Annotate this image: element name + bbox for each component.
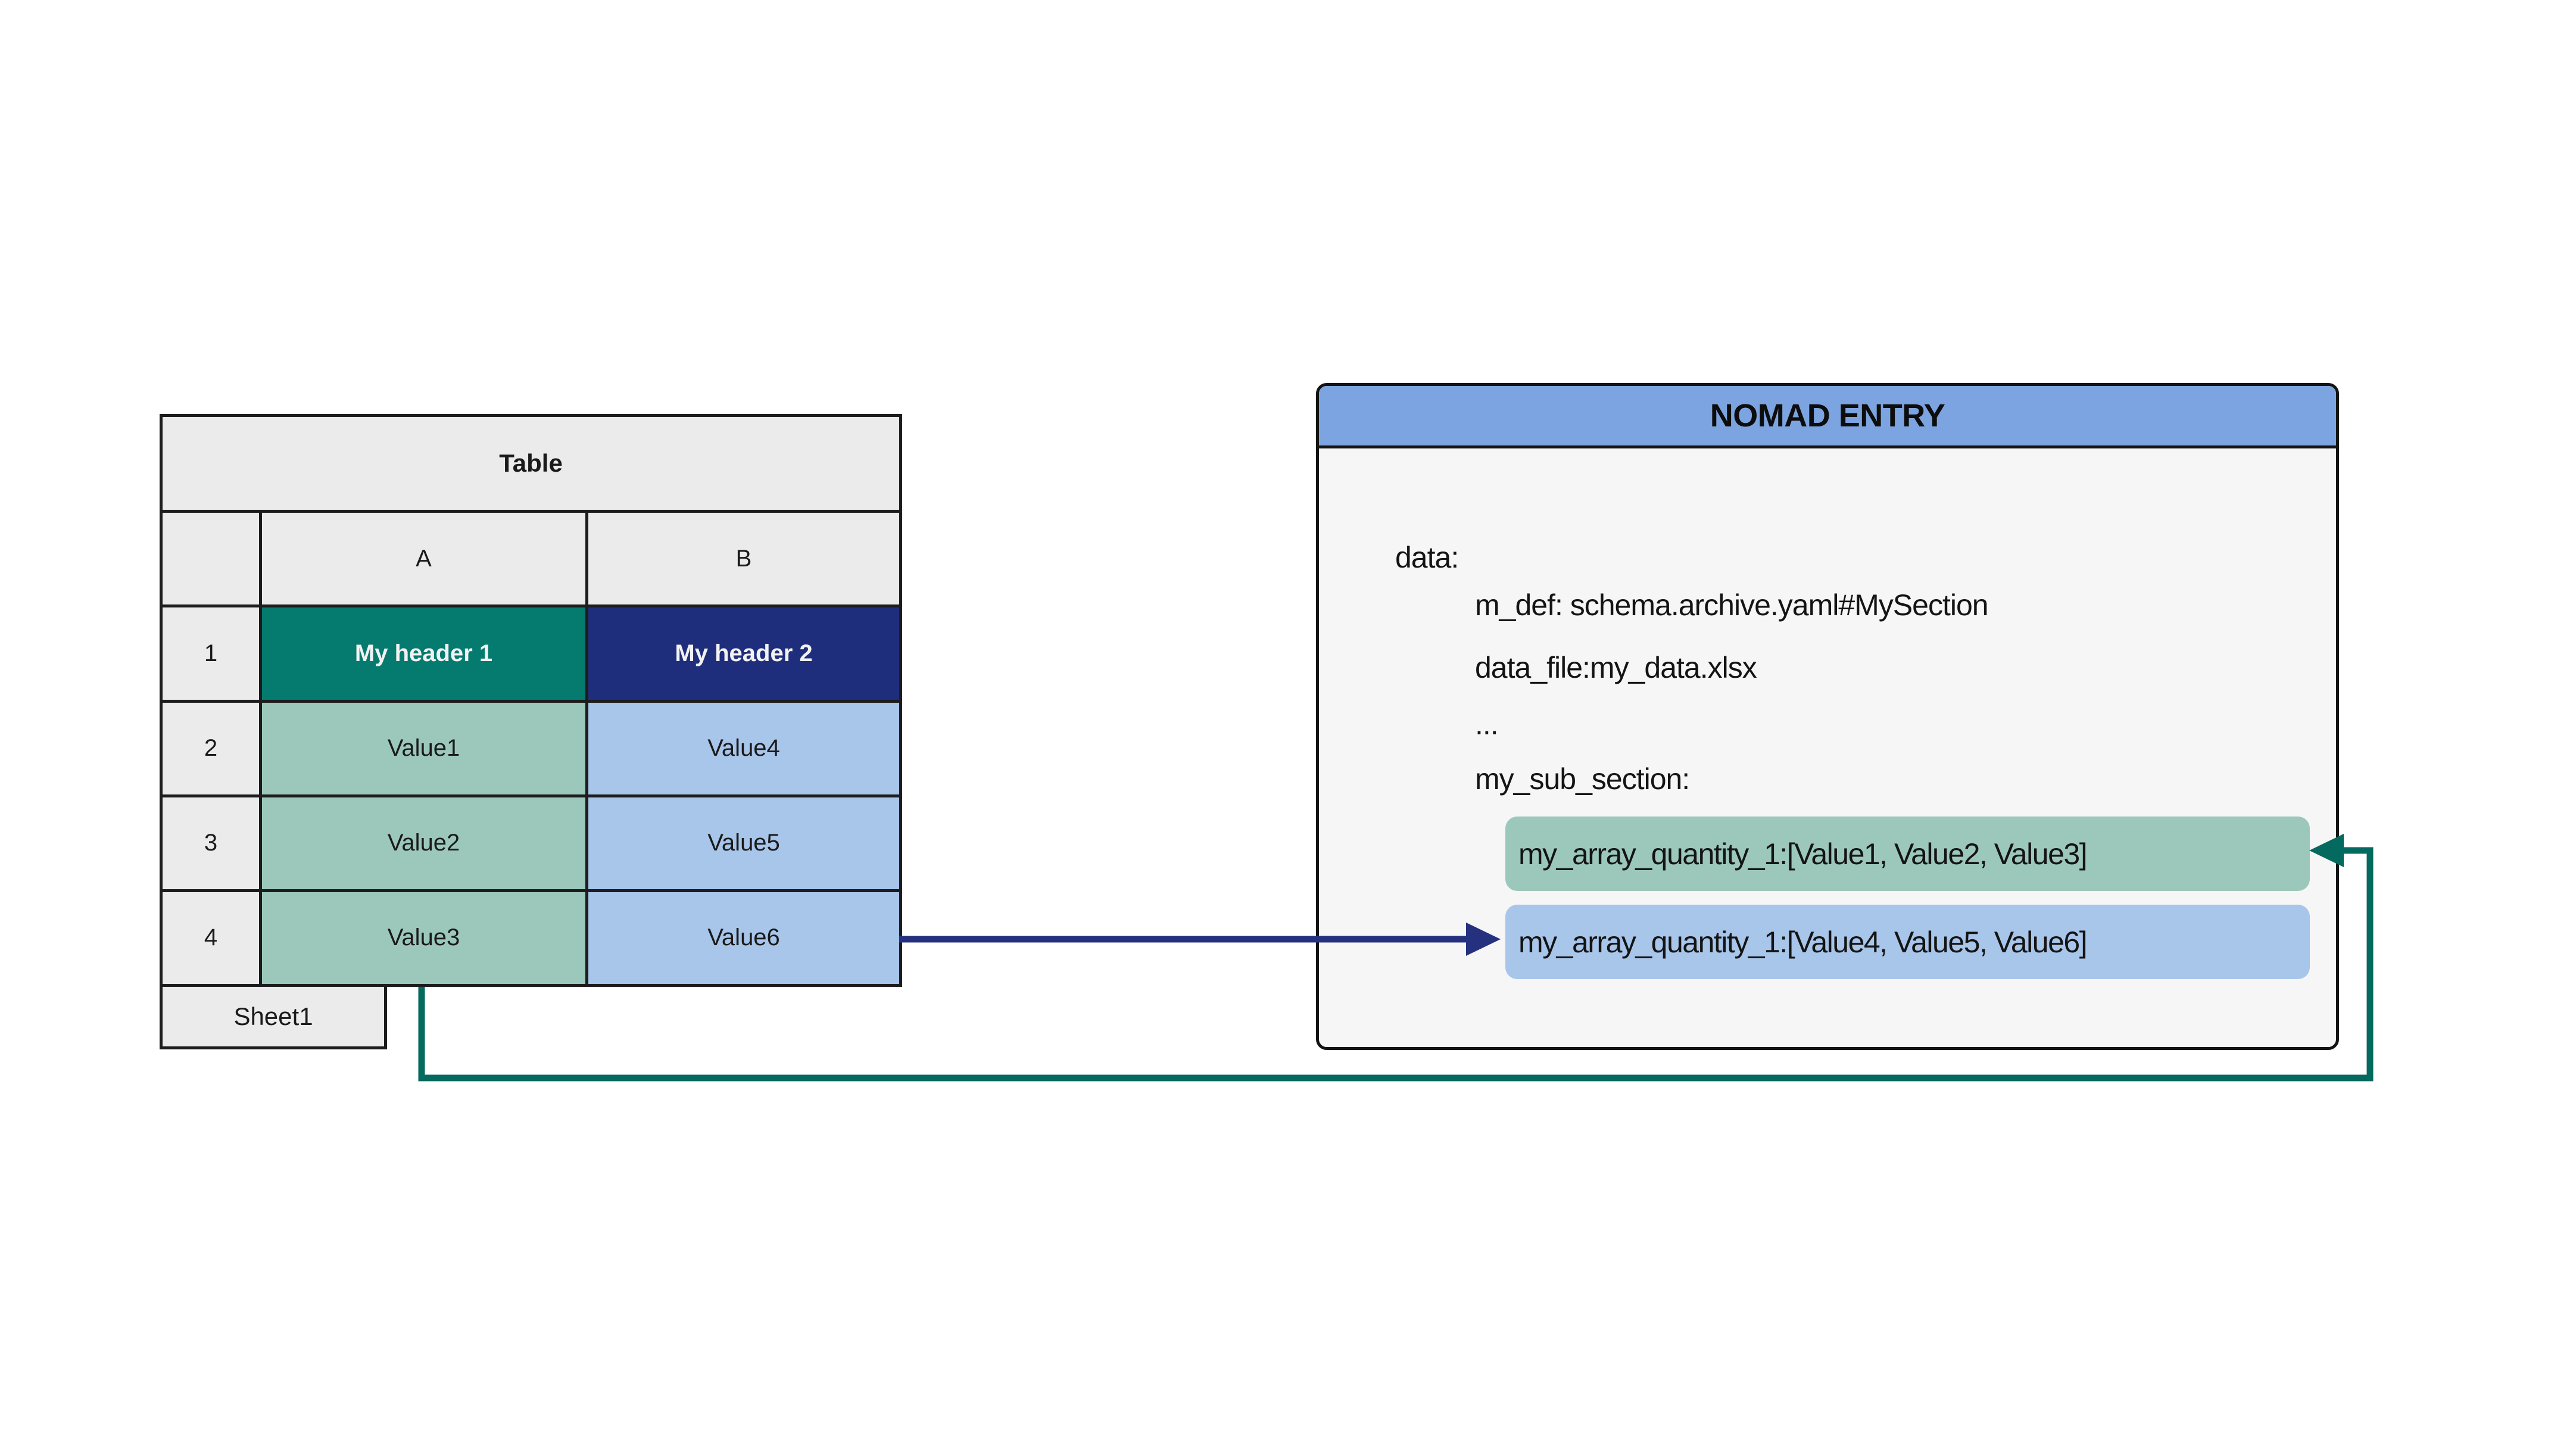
sheet-tab: Sheet1	[160, 984, 387, 1049]
nomad-entry-box: NOMAD ENTRY data: m_def: schema.archive.…	[1316, 383, 2339, 1050]
yaml-line-my-sub-section: my_sub_section:	[1475, 762, 1690, 796]
table-title: Table	[159, 413, 903, 513]
row-number: 4	[160, 889, 262, 987]
spreadsheet-table: Table A B 1 My header 1 My header 2 2 Va…	[159, 413, 903, 987]
yaml-line-data: data:	[1395, 541, 1459, 574]
table-row: 4 Value3 Value6	[160, 889, 903, 987]
nomad-entry-title: NOMAD ENTRY	[1710, 398, 1945, 434]
column-header-a: A	[259, 510, 588, 608]
cell-b3-value5: Value5	[585, 794, 903, 892]
cell-a1-my-header-1: My header 1	[259, 604, 588, 703]
array-quantity-pill-green: my_array_quantity_1:[Value1, Value2, Val…	[1505, 817, 2310, 891]
row-number: 2	[160, 699, 262, 797]
cell-b1-my-header-2: My header 2	[585, 604, 903, 703]
array-quantity-blue-text: my_array_quantity_1:[Value4, Value5, Val…	[1518, 925, 2088, 959]
cell-a4-value3: Value3	[259, 889, 588, 987]
table-row: 3 Value2 Value5	[160, 794, 903, 892]
array-quantity-pill-blue: my_array_quantity_1:[Value4, Value5, Val…	[1505, 905, 2310, 979]
yaml-line-m-def: m_def: schema.archive.yaml#MySection	[1475, 588, 1989, 622]
column-header-b: B	[585, 510, 903, 608]
row-number: 3	[160, 794, 262, 892]
cell-a3-value2: Value2	[259, 794, 588, 892]
yaml-line-data-file: data_file:my_data.xlsx	[1475, 651, 1757, 684]
array-quantity-green-text: my_array_quantity_1:[Value1, Value2, Val…	[1518, 837, 2088, 871]
table-row: 1 My header 1 My header 2	[160, 604, 903, 703]
row-number: 1	[160, 604, 262, 703]
table-row: 2 Value1 Value4	[160, 699, 903, 797]
cell-b4-value6: Value6	[585, 889, 903, 987]
cell-b2-value4: Value4	[585, 699, 903, 797]
yaml-line-ellipsis: ...	[1475, 708, 1499, 741]
sheet-tab-label: Sheet1	[233, 1002, 313, 1030]
corner-cell	[160, 510, 262, 608]
cell-a2-value1: Value1	[259, 699, 588, 797]
nomad-entry-header: NOMAD ENTRY	[1319, 386, 2336, 448]
